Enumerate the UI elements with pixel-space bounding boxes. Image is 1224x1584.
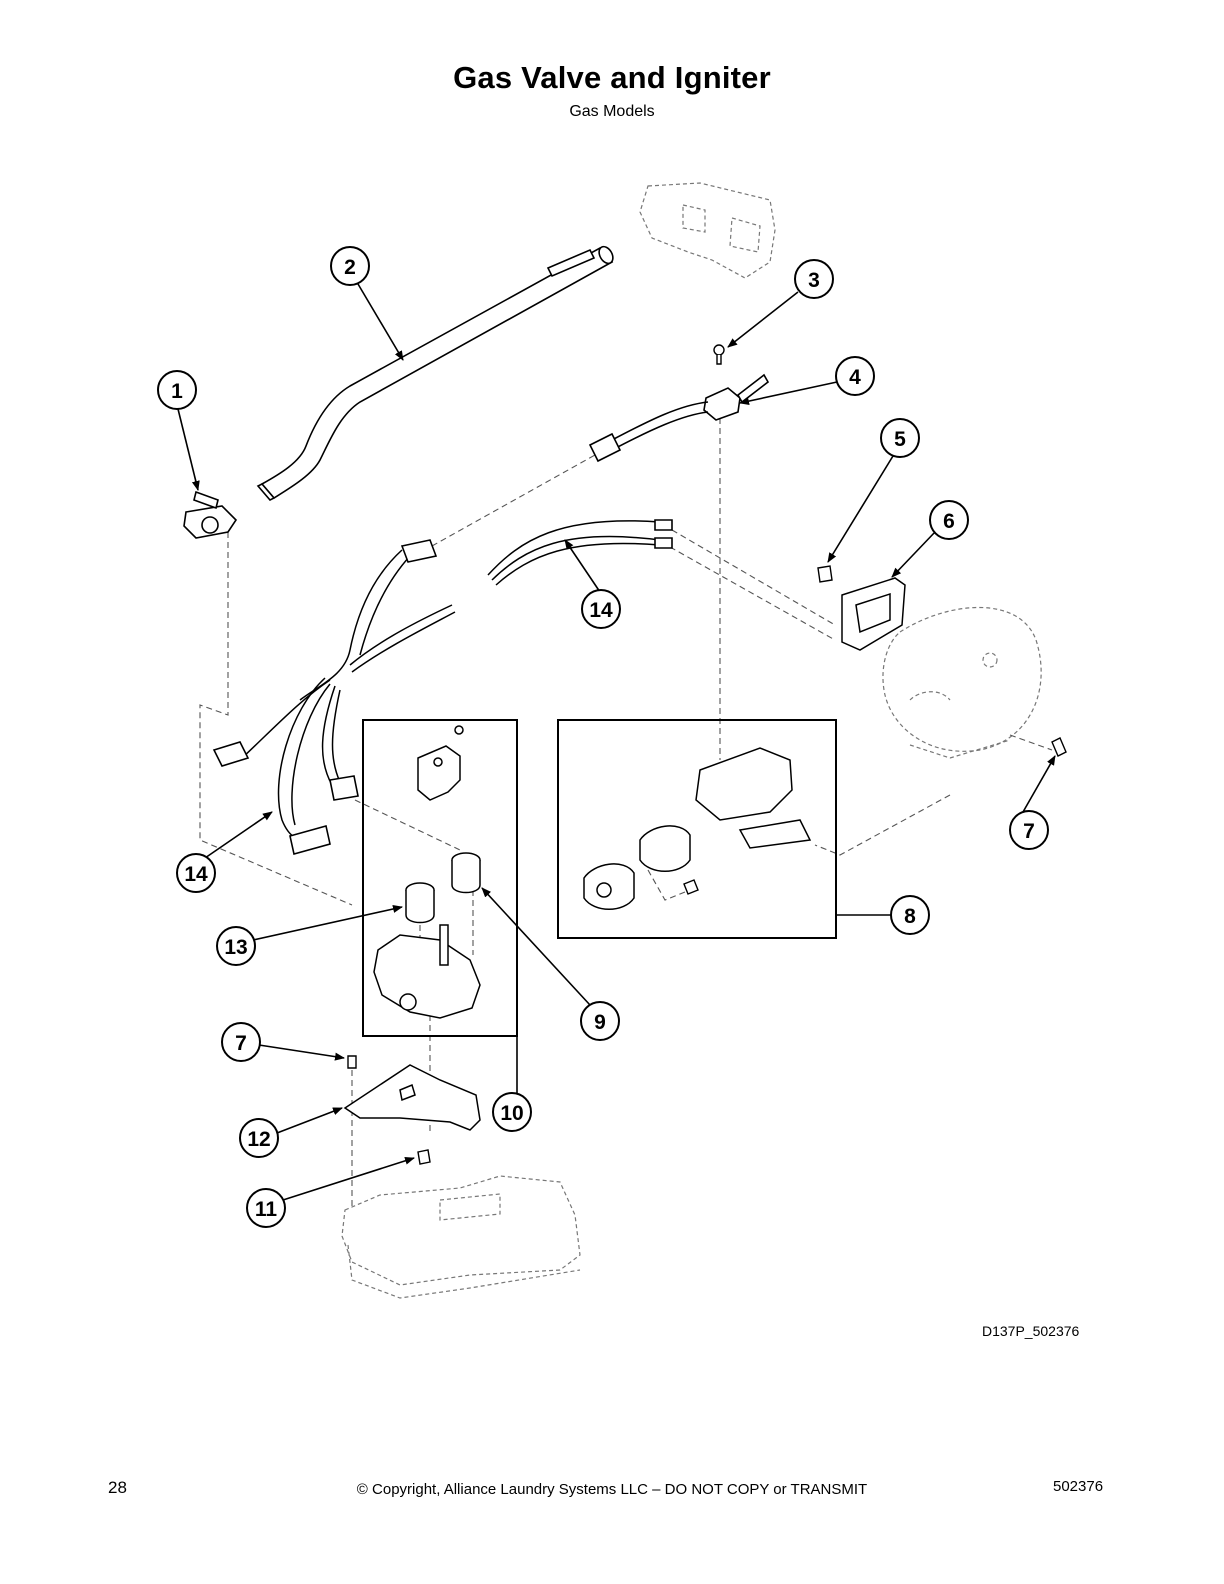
harness-connectors xyxy=(212,519,673,855)
svg-text:14: 14 xyxy=(589,599,613,622)
svg-text:2: 2 xyxy=(344,256,356,279)
callout-1: 1 xyxy=(157,370,197,410)
ghost-burner-housing xyxy=(882,606,1042,759)
callout-5: 5 xyxy=(880,418,920,458)
drawing-id: D137P_502376 xyxy=(982,1323,1080,1339)
screw-11 xyxy=(417,1149,431,1165)
callout-2: 2 xyxy=(330,246,370,286)
mounting-bracket xyxy=(343,1064,481,1131)
gas-valve-assembly-frame xyxy=(362,719,518,1037)
screw-small xyxy=(683,879,699,895)
callout-6: 6 xyxy=(929,500,969,540)
svg-text:13: 13 xyxy=(224,936,247,959)
shutoff-valve xyxy=(183,490,238,539)
wire-harness xyxy=(239,520,661,841)
callout-7-right: 7 xyxy=(1009,810,1049,850)
callout-7-left: 7 xyxy=(221,1022,261,1062)
callout-13: 13 xyxy=(216,926,256,966)
svg-text:9: 9 xyxy=(594,1011,606,1034)
callout-4: 4 xyxy=(835,356,875,396)
screw-5 xyxy=(817,565,833,583)
flame-sensor-bracket xyxy=(841,577,906,651)
igniter-screw xyxy=(713,344,725,365)
svg-text:7: 7 xyxy=(1023,820,1035,843)
callout-9: 9 xyxy=(580,1001,620,1041)
valve-bracket xyxy=(417,725,464,801)
document-number: 502376 xyxy=(1053,1478,1104,1495)
svg-text:6: 6 xyxy=(943,510,955,533)
igniter xyxy=(588,373,770,463)
page-number: 28 xyxy=(108,1478,127,1497)
svg-text:11: 11 xyxy=(255,1198,278,1221)
callout-3: 3 xyxy=(794,259,834,299)
svg-text:5: 5 xyxy=(894,428,906,451)
callout-8: 8 xyxy=(890,895,930,935)
leader-lines xyxy=(177,283,1056,1201)
callout-14-left: 14 xyxy=(176,853,216,893)
svg-text:14: 14 xyxy=(184,863,208,886)
ghost-base-plate xyxy=(341,1175,581,1299)
copyright-notice: © Copyright, Alliance Laundry Systems LL… xyxy=(356,1481,868,1498)
svg-text:8: 8 xyxy=(904,905,916,928)
igniter-bracket xyxy=(583,747,812,910)
page-subtitle: Gas Models xyxy=(569,103,655,120)
svg-text:3: 3 xyxy=(808,269,820,292)
igniter-bracket-frame xyxy=(557,719,837,939)
svg-text:4: 4 xyxy=(849,366,861,389)
svg-text:12: 12 xyxy=(247,1128,270,1151)
ghost-bracket-top xyxy=(639,182,776,279)
callout-10: 10 xyxy=(492,1092,532,1132)
svg-text:1: 1 xyxy=(171,380,183,403)
gas-valve xyxy=(373,924,481,1019)
svg-text:7: 7 xyxy=(235,1032,247,1055)
callout-14-top: 14 xyxy=(581,589,621,629)
solenoid-coils xyxy=(405,852,481,924)
screw-7-right xyxy=(1051,737,1067,757)
callout-11: 11 xyxy=(246,1188,286,1228)
gas-supply-tube xyxy=(256,245,614,501)
page-title: Gas Valve and Igniter xyxy=(453,60,771,95)
svg-text:10: 10 xyxy=(500,1102,523,1125)
screw-7-left xyxy=(347,1055,357,1069)
callout-12: 12 xyxy=(239,1118,279,1158)
